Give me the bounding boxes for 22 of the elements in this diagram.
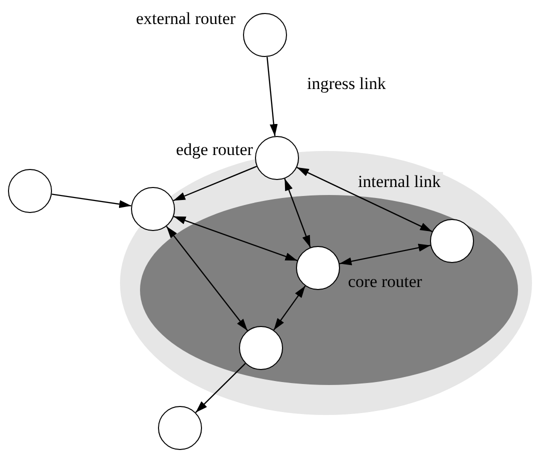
- router-circle: [243, 13, 287, 57]
- arrow: [52, 194, 132, 208]
- router-label: core router: [348, 273, 422, 290]
- router-circle: [255, 136, 299, 180]
- arrow: [296, 166, 432, 232]
- arrow: [339, 244, 431, 266]
- router-circle: [239, 326, 283, 370]
- router-circle: [296, 246, 340, 290]
- router-circle: [131, 187, 175, 231]
- arrow: [273, 286, 306, 330]
- router-circle: [158, 406, 202, 450]
- arrow: [166, 226, 248, 331]
- arrow: [266, 56, 278, 136]
- router-circle: [430, 219, 474, 263]
- edge-label: ingress link: [305, 74, 388, 93]
- arrow: [284, 178, 311, 248]
- router-label: external router: [136, 10, 236, 27]
- arrow: [173, 166, 257, 202]
- router-circle: [8, 169, 52, 213]
- arrow: [195, 363, 246, 413]
- router-label: edge router: [176, 141, 253, 158]
- arrow: [174, 216, 298, 262]
